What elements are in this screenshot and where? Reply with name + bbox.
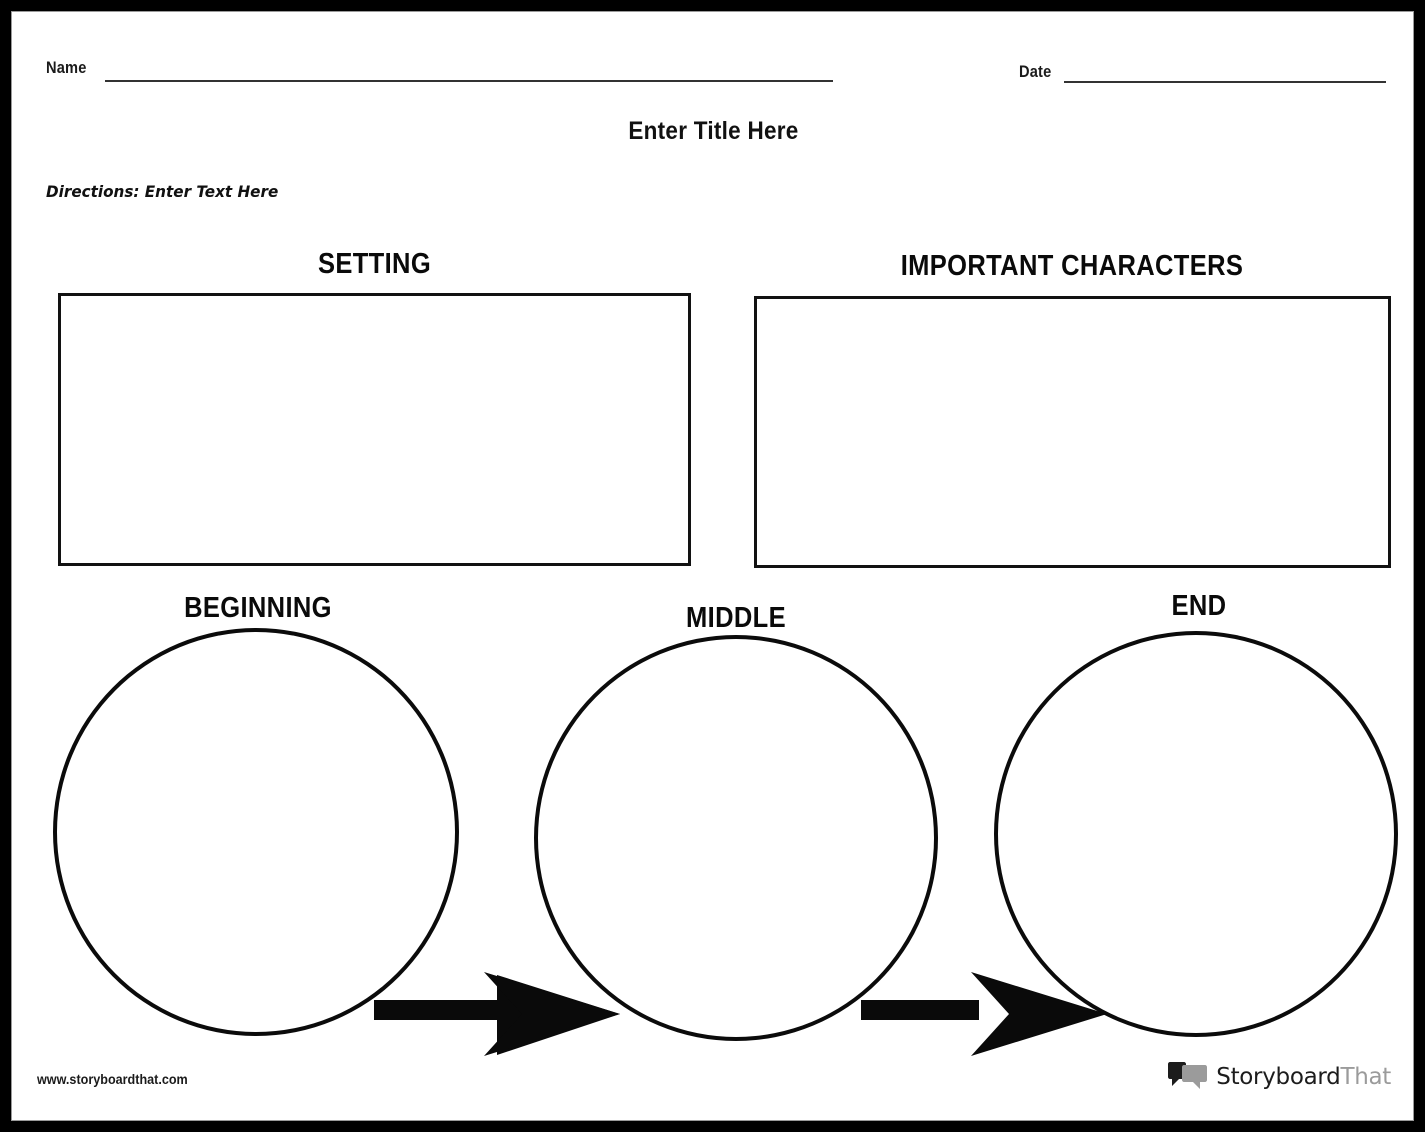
footer-website-url[interactable]: www.storyboardthat.com: [37, 1071, 188, 1087]
section-heading-end: END: [1171, 590, 1227, 622]
brand-word-that: That: [1340, 1064, 1391, 1090]
section-heading-important-characters: IMPORTANT CHARACTERS: [900, 250, 1244, 282]
brand-word-storyboard: Storyboard: [1216, 1064, 1341, 1090]
worksheet-page: Name Date Enter Title Here Directions: E…: [11, 11, 1414, 1121]
date-field-label: Date: [1019, 62, 1052, 81]
worksheet-title[interactable]: Enter Title Here: [628, 117, 799, 145]
story-circle-middle[interactable]: [534, 635, 938, 1041]
name-input-line[interactable]: [105, 80, 833, 82]
date-input-line[interactable]: [1064, 81, 1386, 83]
response-box-setting[interactable]: [58, 293, 691, 566]
story-circle-end[interactable]: [994, 631, 1398, 1037]
directions-text[interactable]: Directions: Enter Text Here: [46, 182, 279, 201]
section-heading-beginning: BEGINNING: [184, 592, 332, 624]
name-field-label: Name: [46, 58, 87, 77]
section-heading-setting: SETTING: [317, 248, 432, 280]
speech-bubbles-icon: [1168, 1062, 1208, 1089]
section-heading-middle: MIDDLE: [686, 602, 786, 634]
arrow-right-icon: [861, 972, 1107, 1056]
brand-logo: StoryboardThat: [1167, 1062, 1391, 1092]
response-box-important-characters[interactable]: [754, 296, 1391, 568]
story-circle-beginning[interactable]: [53, 628, 459, 1036]
brand-logo-text: StoryboardThat: [1216, 1064, 1391, 1090]
arrow-right-icon: [374, 972, 620, 1056]
